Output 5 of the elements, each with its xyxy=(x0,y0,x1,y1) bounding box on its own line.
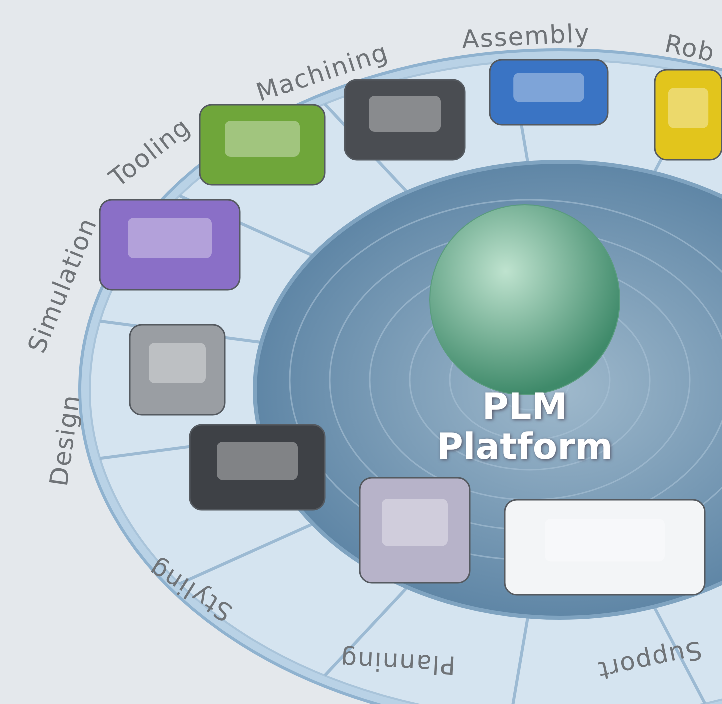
stage-label: Design xyxy=(44,392,86,488)
stage-label: Planning xyxy=(339,644,456,680)
stage-label: Assembly xyxy=(460,18,591,54)
stage-label: Support xyxy=(595,634,705,686)
stage-label: Rob xyxy=(662,28,718,68)
